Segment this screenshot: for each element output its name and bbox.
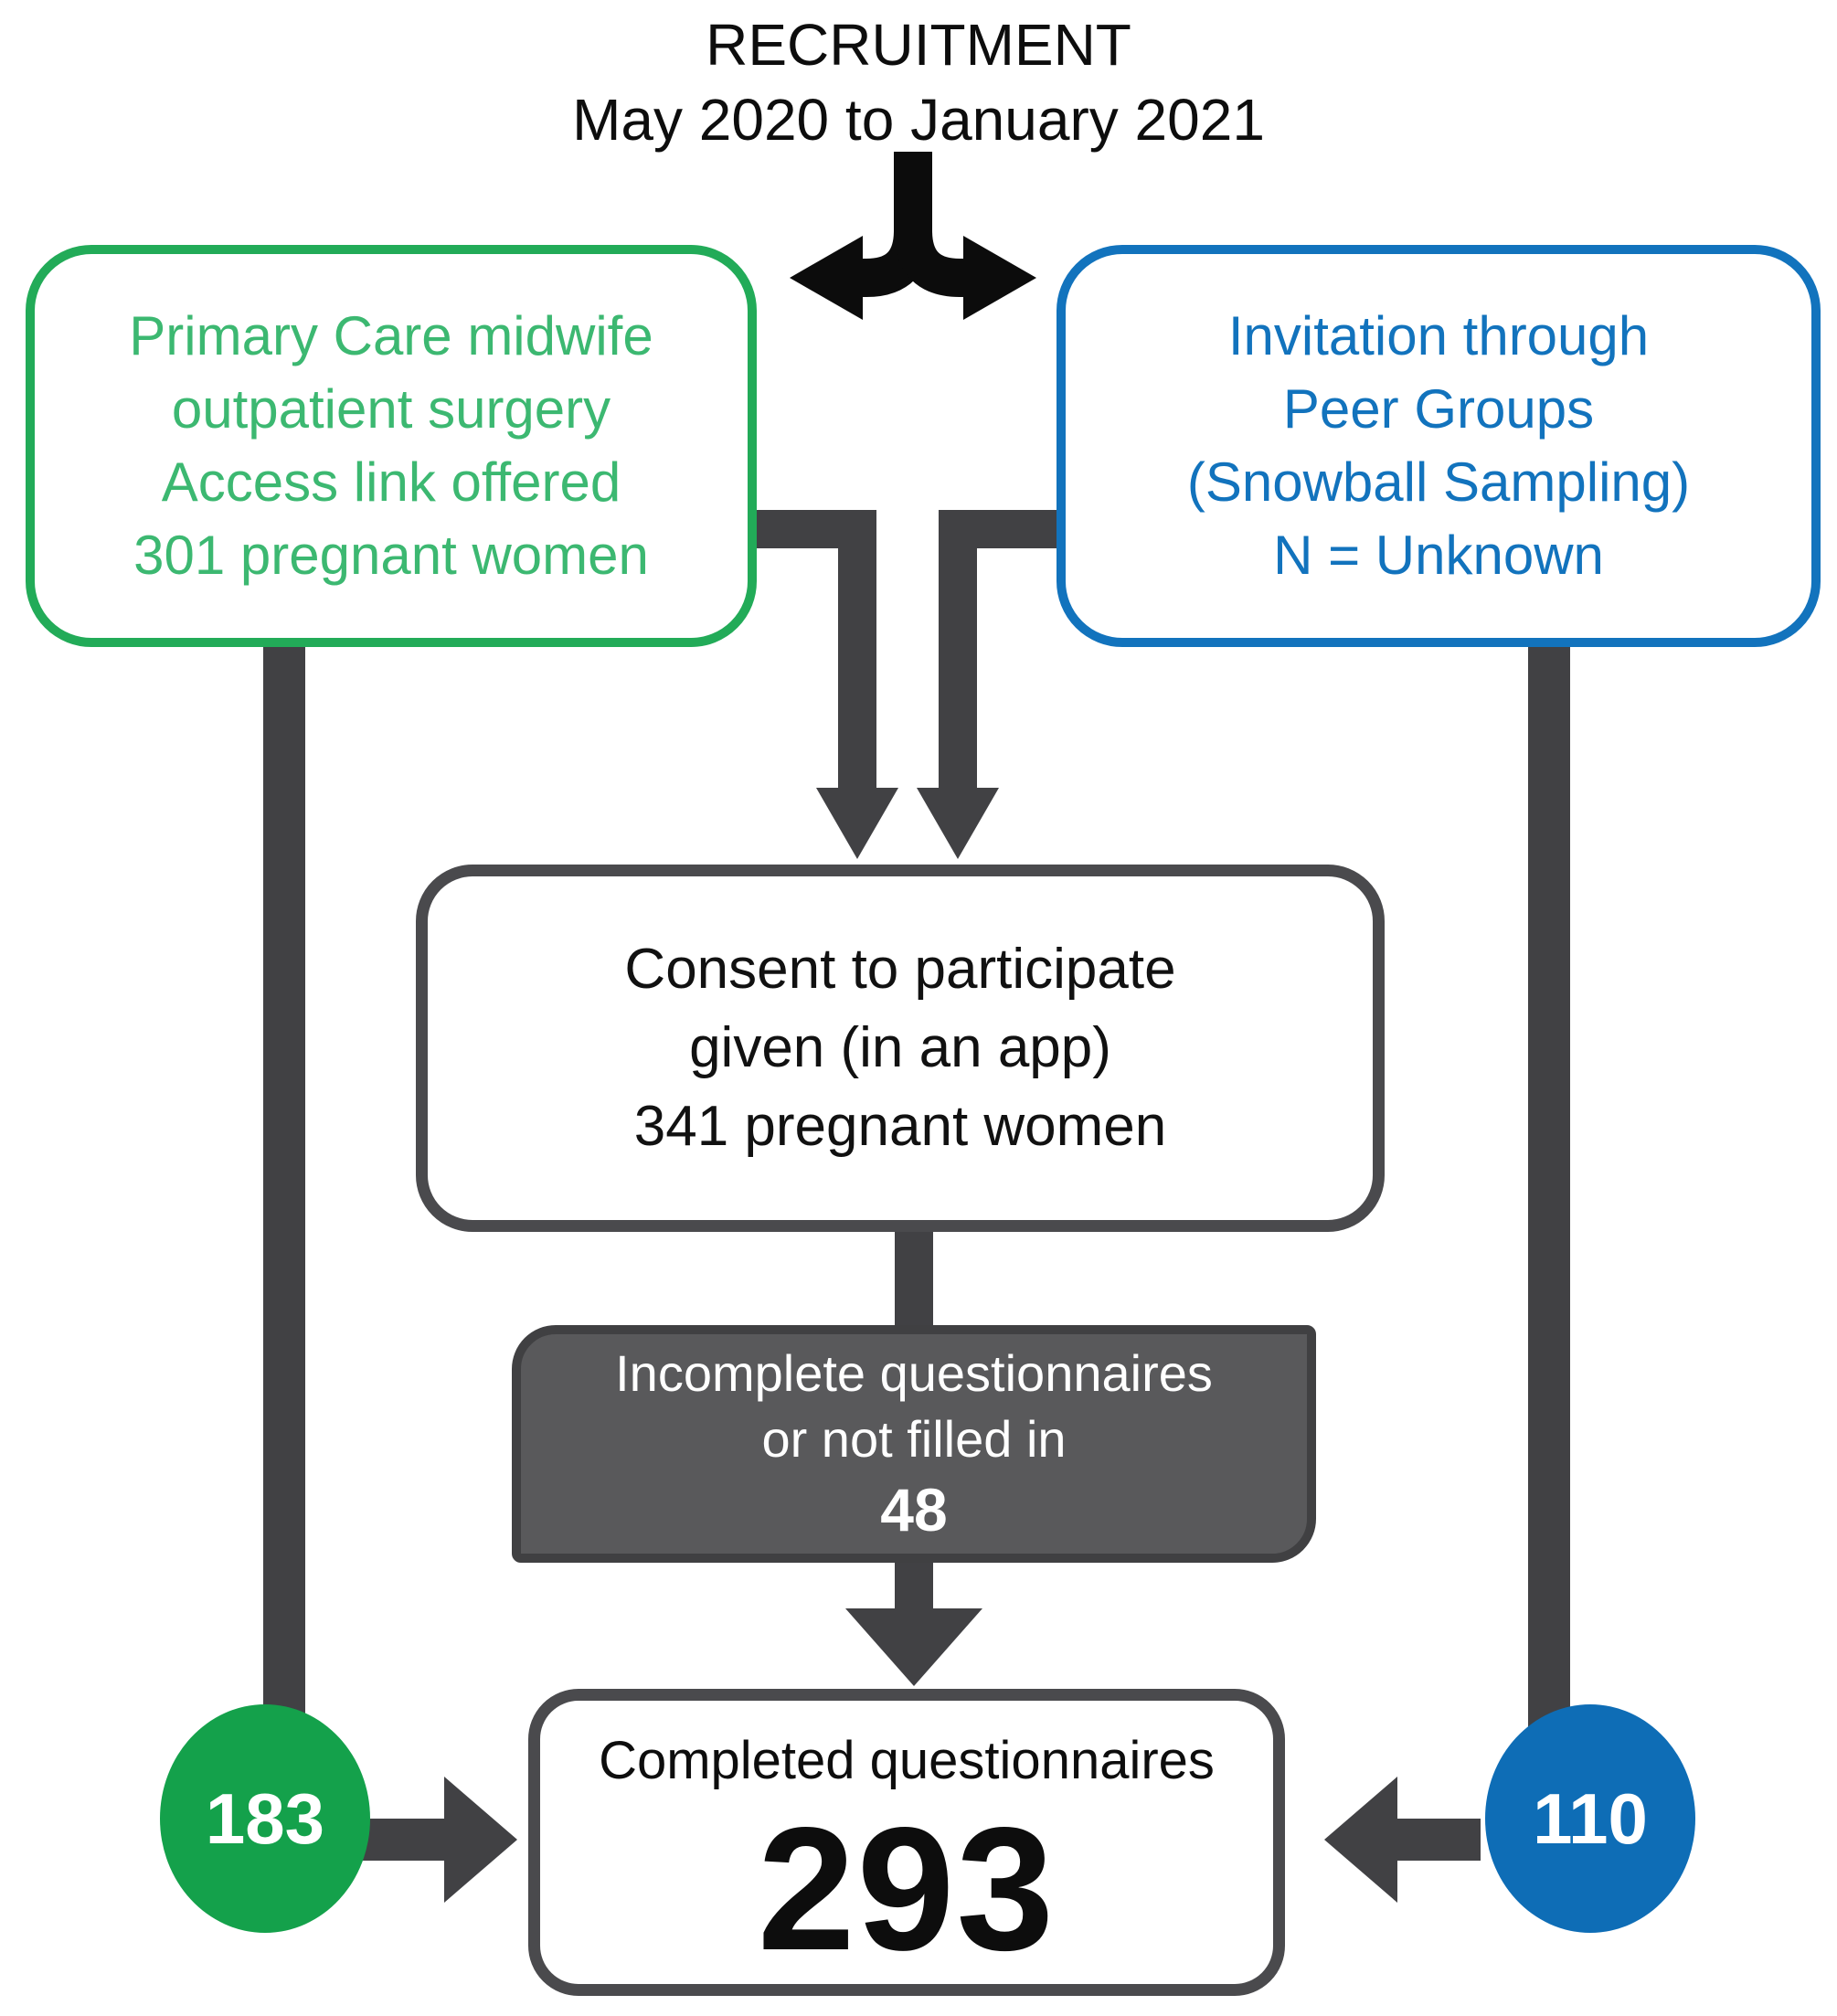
stem-incomplete-completed	[895, 1554, 933, 1614]
peer-groups-line: Peer Groups	[1282, 378, 1595, 440]
peer-groups-line: (Snowball Sampling)	[1186, 451, 1691, 513]
primary-care-count-badge: 183	[160, 1704, 370, 1933]
title-line-1: RECRUITMENT	[706, 12, 1131, 78]
consent-line: Consent to participate	[624, 938, 1176, 1001]
completed-count: 293	[757, 1790, 1057, 1987]
peer-groups-line: N = Unknown	[1273, 525, 1604, 586]
primary-care-box: Primary Care midwife outpatient surgery …	[26, 245, 757, 647]
arrowhead-completed	[845, 1608, 982, 1686]
incomplete-line: or not filled in	[761, 1410, 1067, 1468]
connector-peer-elbow	[939, 510, 1064, 793]
consent-box: Consent to participate given (in an app)…	[416, 865, 1385, 1232]
consent-line: 341 pregnant women	[633, 1095, 1167, 1158]
incomplete-count: 48	[880, 1476, 948, 1544]
primary-care-line: Primary Care midwife	[129, 305, 653, 366]
incomplete-questionnaires-box: Incomplete questionnaires or not filled …	[512, 1325, 1316, 1563]
incomplete-line: Incomplete questionnaires	[615, 1344, 1213, 1402]
arrow-110-stem	[1394, 1819, 1481, 1861]
arrow-183-stem	[361, 1819, 448, 1861]
primary-care-line: Access link offered	[161, 451, 621, 513]
split-arrow-right-branch	[894, 152, 967, 297]
completed-questionnaires-box: Completed questionnaires 293	[528, 1689, 1285, 1996]
stem-consent-incomplete	[895, 1225, 933, 1334]
line-primary-to-badge	[263, 640, 305, 1727]
primary-care-count: 183	[205, 1777, 325, 1859]
connector-primary-arrowhead	[816, 788, 898, 859]
split-arrow-right-head	[963, 236, 1036, 320]
peer-groups-count: 110	[1533, 1777, 1648, 1859]
arrow-110-head	[1324, 1777, 1397, 1903]
peer-groups-line: Invitation through	[1227, 305, 1650, 366]
title-line-2: May 2020 to January 2021	[572, 87, 1265, 153]
completed-label: Completed questionnaires	[599, 1731, 1215, 1790]
primary-care-line: 301 pregnant women	[133, 525, 649, 586]
primary-care-line: outpatient surgery	[171, 378, 611, 440]
split-arrow-left-head	[790, 236, 863, 320]
line-peer-to-badge	[1528, 640, 1570, 1727]
diagram-title: RECRUITMENT May 2020 to January 2021	[0, 7, 1837, 157]
connector-primary-elbow	[753, 510, 876, 793]
connector-peer-arrowhead	[917, 788, 999, 859]
peer-groups-count-badge: 110	[1485, 1704, 1695, 1933]
peer-groups-box: Invitation through Peer Groups (Snowball…	[1057, 245, 1821, 647]
arrow-183-head	[444, 1777, 517, 1903]
consent-line: given (in an app)	[689, 1016, 1111, 1079]
